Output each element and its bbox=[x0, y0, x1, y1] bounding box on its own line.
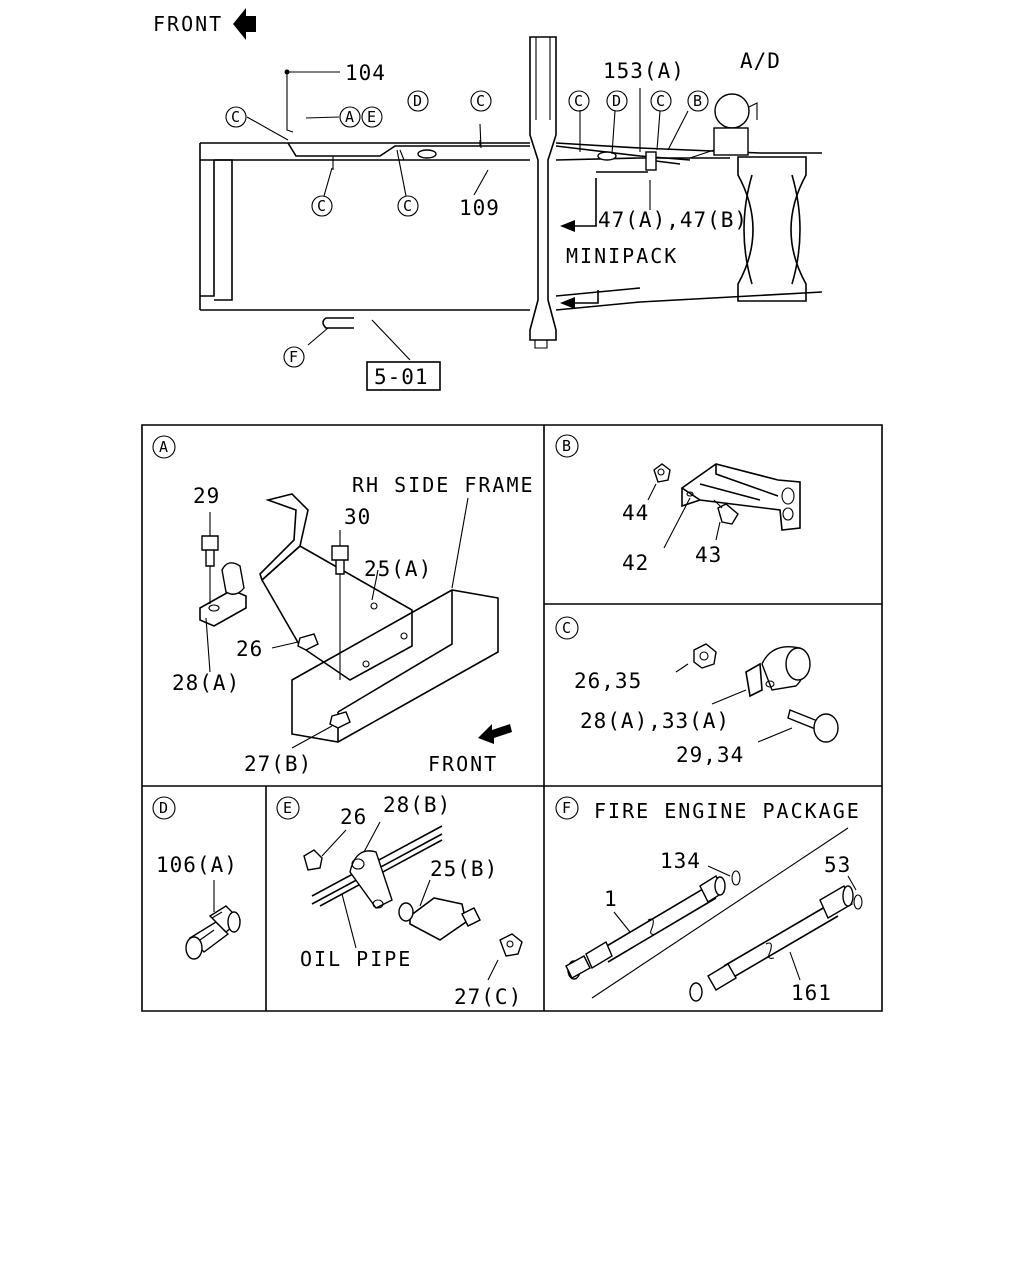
rh-side-frame-label: RH SIDE FRAME bbox=[352, 473, 535, 497]
svg-text:E: E bbox=[367, 108, 376, 126]
svg-text:B: B bbox=[693, 92, 702, 110]
part-label-104: 104 bbox=[345, 61, 386, 85]
reference-label: 5-01 bbox=[374, 365, 429, 389]
callout-c-6: C bbox=[650, 90, 672, 112]
detail-panel-d: D 106(A) bbox=[152, 796, 242, 960]
panel-a-callout: A bbox=[152, 435, 176, 459]
callout-b: B bbox=[687, 90, 709, 112]
callout-c-2: C bbox=[470, 90, 492, 112]
part-label-26-35: 26,35 bbox=[574, 669, 642, 693]
svg-text:A: A bbox=[159, 438, 168, 456]
front-arrow-icon bbox=[478, 724, 512, 744]
part-label-28b: 28(B) bbox=[383, 793, 451, 817]
svg-text:C: C bbox=[231, 108, 240, 126]
part-label-25a: 25(A) bbox=[364, 557, 432, 581]
reference-box bbox=[366, 361, 441, 391]
svg-text:D: D bbox=[612, 92, 621, 110]
part-label-47: 47(A),47(B) bbox=[598, 208, 748, 232]
part-label-26: 26 bbox=[340, 805, 367, 829]
part-label-27b: 27(B) bbox=[244, 752, 312, 776]
svg-text:C: C bbox=[317, 197, 326, 215]
panel-e-callout: E bbox=[276, 796, 300, 820]
svg-text:C: C bbox=[656, 92, 665, 110]
part-label-42: 42 bbox=[622, 551, 649, 575]
svg-text:F: F bbox=[562, 799, 571, 817]
part-label-29-34: 29,34 bbox=[676, 743, 744, 767]
panel-a-front-label: FRONT bbox=[428, 752, 498, 776]
svg-text:D: D bbox=[413, 92, 422, 110]
callout-c-5: C bbox=[568, 90, 590, 112]
detail-panel-c: C 26,35 28(A),33(A) 29,34 bbox=[555, 616, 839, 767]
part-label-28a: 28(A) bbox=[172, 671, 240, 695]
part-label-134: 134 bbox=[660, 849, 701, 873]
panel-c-callout: C bbox=[555, 616, 579, 640]
panel-b-callout: B bbox=[555, 434, 579, 458]
svg-text:C: C bbox=[562, 619, 571, 637]
panel-f-callout: F bbox=[555, 796, 579, 820]
part-label-27c: 27(C) bbox=[454, 985, 522, 1009]
part-label-25b: 25(B) bbox=[430, 857, 498, 881]
callout-c-4: C bbox=[397, 195, 419, 217]
detail-grid bbox=[141, 424, 883, 1012]
detail-panel-f: F FIRE ENGINE PACKAGE 134 1 53 161 bbox=[555, 796, 863, 1005]
part-label-109: 109 bbox=[459, 196, 500, 220]
callout-a: A bbox=[339, 106, 361, 128]
svg-text:D: D bbox=[159, 799, 168, 817]
part-label-153a: 153(A) bbox=[603, 59, 685, 83]
svg-text:A: A bbox=[345, 108, 354, 126]
part-label-1: 1 bbox=[604, 887, 618, 911]
callout-c-1: C bbox=[225, 106, 247, 128]
detail-panel-b: B 44 42 43 bbox=[555, 434, 801, 575]
detail-panel-e: E 26 28(B) 25(B) 27(C) OIL PIPE bbox=[276, 793, 523, 1009]
part-label-106a: 106(A) bbox=[156, 853, 238, 877]
callout-e: E bbox=[361, 106, 383, 128]
front-label: FRONT bbox=[153, 12, 223, 36]
minipack-label: MINIPACK bbox=[566, 244, 678, 268]
part-label-26: 26 bbox=[236, 637, 263, 661]
fire-engine-package-title: FIRE ENGINE PACKAGE bbox=[594, 799, 861, 823]
part-label-44: 44 bbox=[622, 501, 649, 525]
callout-c-3: C bbox=[311, 195, 333, 217]
part-label-28a-33a: 28(A),33(A) bbox=[580, 709, 730, 733]
svg-text:C: C bbox=[574, 92, 583, 110]
svg-text:B: B bbox=[562, 437, 571, 455]
chassis-overview: FRONT 104 109 153(A) 4 bbox=[153, 8, 823, 391]
part-label-161: 161 bbox=[791, 981, 832, 1005]
part-label-53: 53 bbox=[824, 853, 851, 877]
svg-text:E: E bbox=[283, 799, 292, 817]
detail-panel-a: A RH SIDE FRAME FRONT 29 30 25(A) 26 28(… bbox=[152, 435, 535, 776]
air-dryer-label: A/D bbox=[740, 49, 781, 73]
front-arrow-icon bbox=[233, 8, 256, 40]
svg-text:C: C bbox=[476, 92, 485, 110]
part-label-30: 30 bbox=[344, 505, 371, 529]
svg-text:F: F bbox=[289, 348, 298, 366]
callout-d-2: D bbox=[606, 90, 628, 112]
callout-d-1: D bbox=[407, 90, 429, 112]
svg-text:C: C bbox=[403, 197, 412, 215]
panel-d-callout: D bbox=[152, 796, 176, 820]
oil-pipe-label: OIL PIPE bbox=[300, 947, 412, 971]
part-label-29: 29 bbox=[193, 484, 220, 508]
part-label-43: 43 bbox=[695, 543, 722, 567]
callout-f: F bbox=[283, 346, 305, 368]
